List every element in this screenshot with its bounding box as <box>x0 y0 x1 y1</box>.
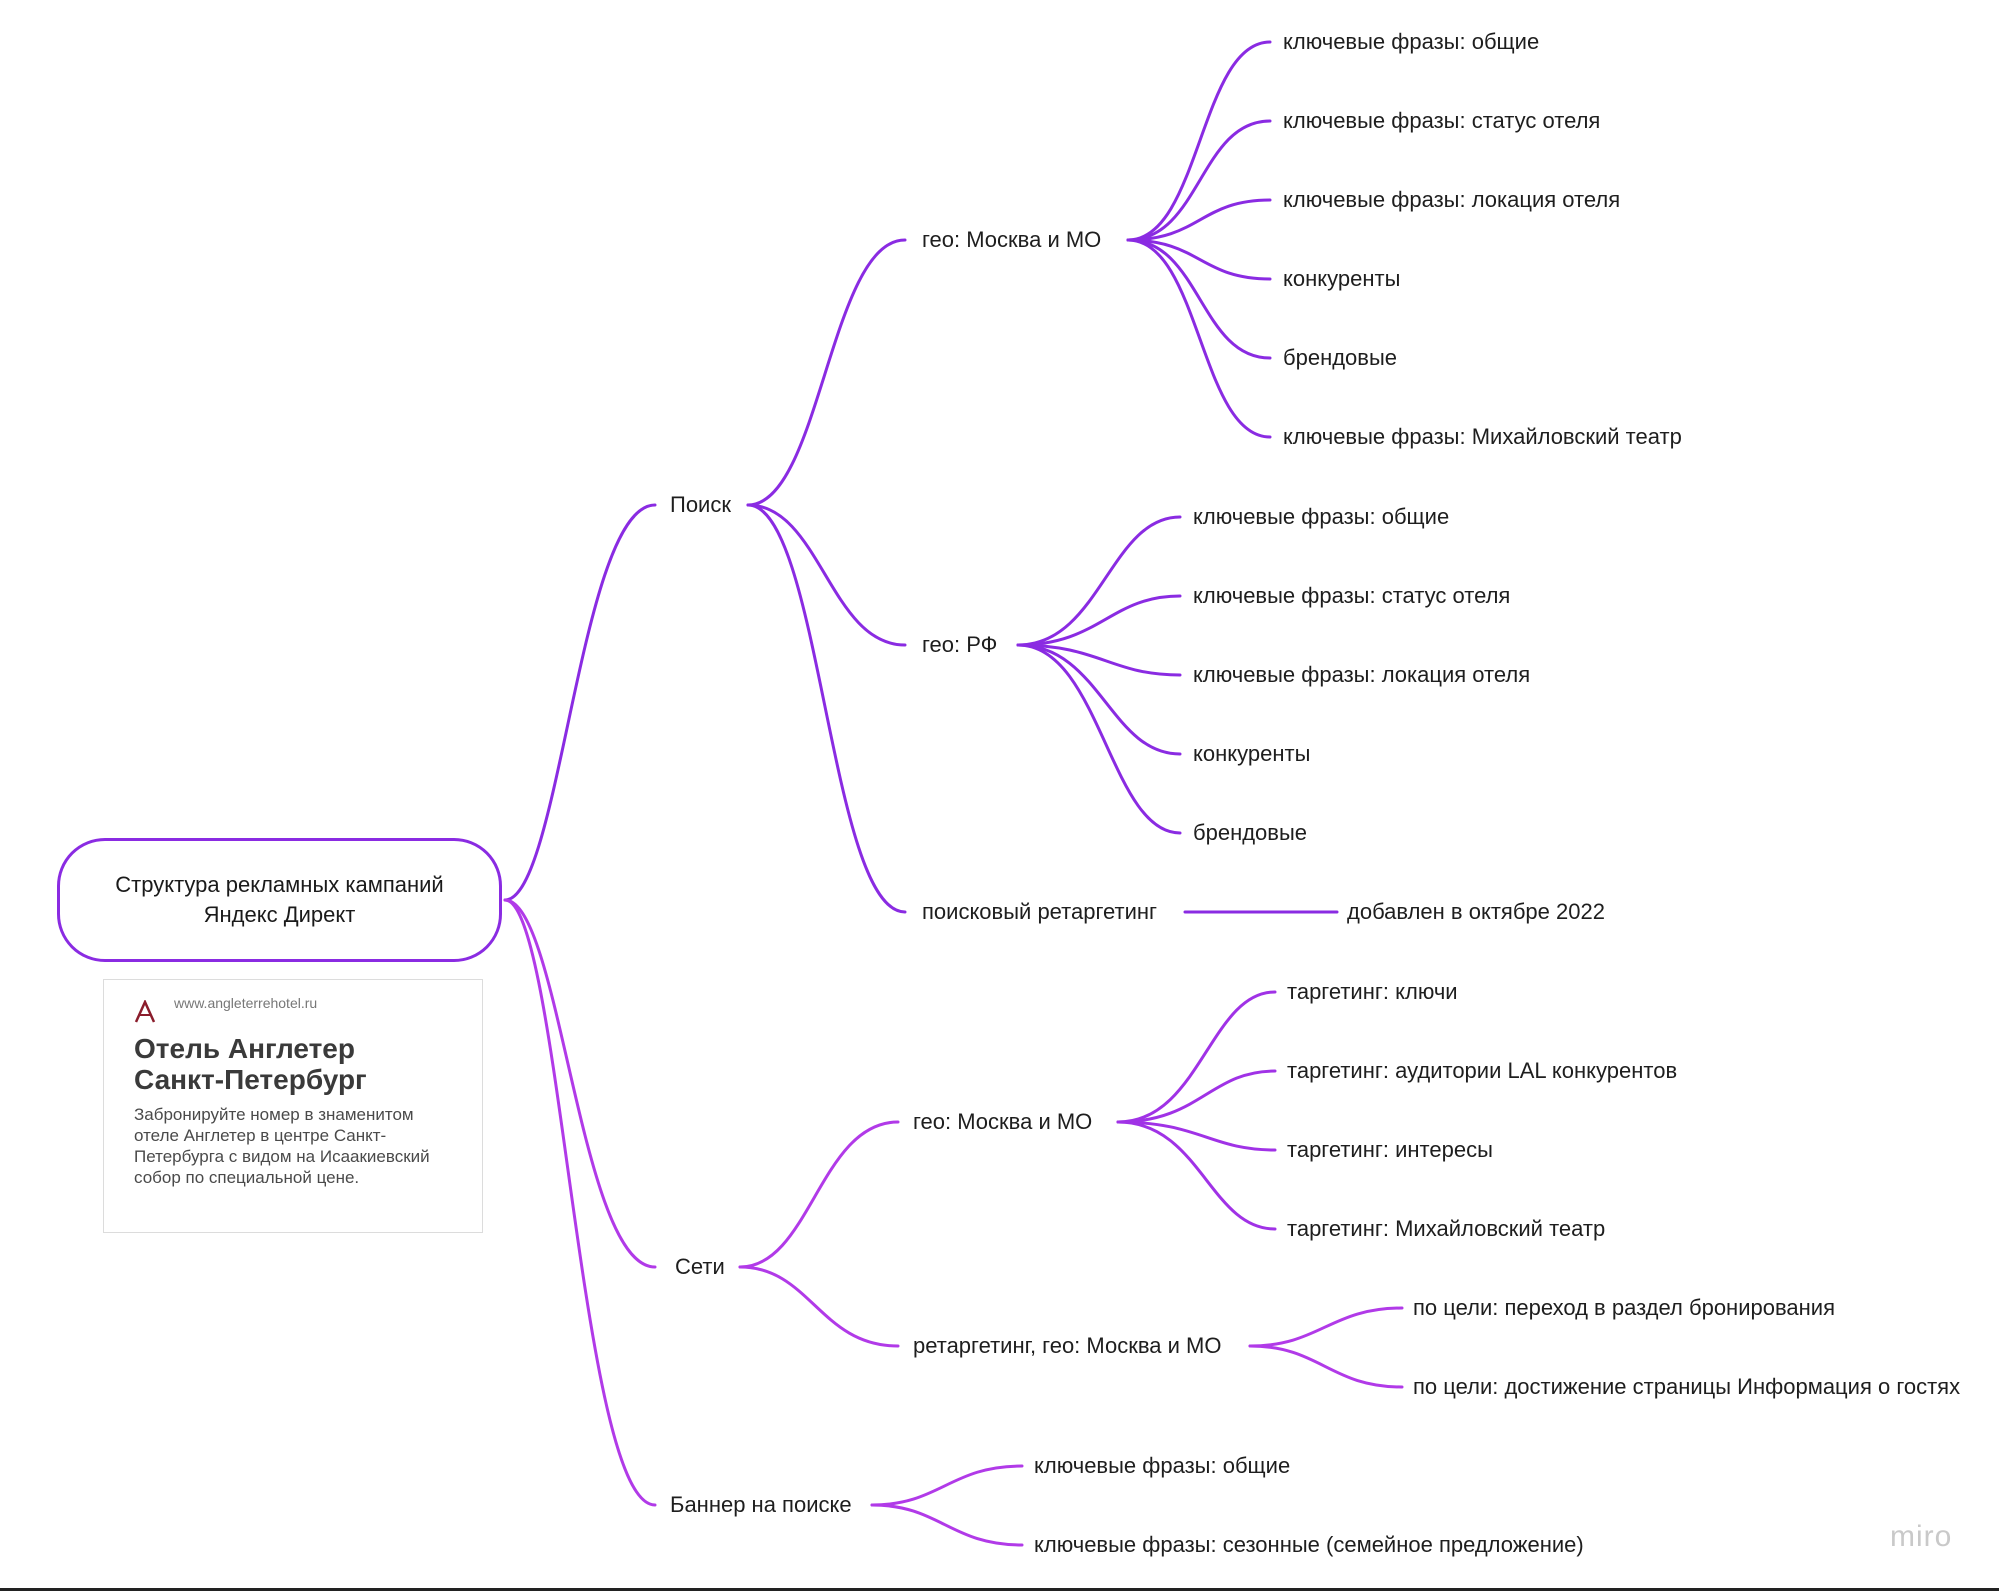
node-search-rf-item[interactable]: конкуренты <box>1193 741 1311 766</box>
node-search-retargeting-note[interactable]: добавлен в октябре 2022 <box>1347 899 1605 924</box>
bottom-border <box>0 1588 1999 1591</box>
node-search-geo-msk[interactable]: гео: Москва и МО <box>922 227 1102 252</box>
node-search-msk-item[interactable]: брендовые <box>1283 345 1398 370</box>
node-networks-msk-item[interactable]: таргетинг: интересы <box>1287 1137 1493 1162</box>
ad-title-line2: Санкт-Петербург <box>134 1064 367 1095</box>
node-search-rf-item[interactable]: ключевые фразы: статус отеля <box>1193 583 1511 608</box>
node-search-rf-item[interactable]: ключевые фразы: локация отеля <box>1193 662 1531 687</box>
ad-url: www.angleterrehotel.ru <box>174 995 318 1011</box>
node-search-msk-item[interactable]: ключевые фразы: Михайловский театр <box>1283 424 1682 449</box>
miro-watermark: miro <box>1890 1520 1953 1553</box>
node-search-msk-item[interactable]: ключевые фразы: статус отеля <box>1283 108 1601 133</box>
node-search-msk-item[interactable]: ключевые фразы: локация отеля <box>1283 187 1621 212</box>
node-banner-item[interactable]: ключевые фразы: сезонные (семейное предл… <box>1034 1532 1584 1557</box>
node-networks-retargeting-item[interactable]: по цели: переход в раздел бронирования <box>1413 1295 1835 1320</box>
node-search-rf-item[interactable]: брендовые <box>1193 820 1308 845</box>
node-networks-msk-item[interactable]: таргетинг: Михайловский театр <box>1287 1216 1606 1241</box>
node-search-retargeting[interactable]: поисковый ретаргетинг <box>922 899 1158 924</box>
node-search-msk-item[interactable]: конкуренты <box>1283 266 1401 291</box>
node-networks-msk-item[interactable]: таргетинг: ключи <box>1287 979 1458 1004</box>
node-search-rf-item[interactable]: ключевые фразы: общие <box>1193 504 1450 529</box>
node-banner[interactable]: Баннер на поиске <box>670 1492 852 1517</box>
node-search[interactable]: Поиск <box>670 492 731 517</box>
root-node[interactable]: Структура рекламных кампаний Яндекс Дире… <box>57 838 502 962</box>
node-networks-retargeting-item[interactable]: по цели: достижение страницы Информация … <box>1413 1374 1961 1399</box>
node-banner-item[interactable]: ключевые фразы: общие <box>1034 1453 1291 1478</box>
node-networks-retargeting[interactable]: ретаргетинг, гео: Москва и МО <box>913 1333 1222 1358</box>
angleterre-logo-icon <box>134 1000 156 1023</box>
node-search-geo-rf[interactable]: гео: РФ <box>922 632 998 657</box>
root-title-line1: Структура рекламных кампаний <box>115 872 444 897</box>
ad-title-line1: Отель Англетер <box>134 1033 355 1064</box>
ad-description: Забронируйте номер в знаменитом отеле Ан… <box>134 1105 430 1187</box>
node-search-msk-item[interactable]: ключевые фразы: общие <box>1283 29 1540 54</box>
ad-preview-card: www.angleterrehotel.ru Отель Англетер Са… <box>103 979 483 1233</box>
node-networks[interactable]: Сети <box>675 1254 725 1279</box>
ad-title: Отель Англетер Санкт-Петербург <box>134 1033 464 1095</box>
root-title-line2: Яндекс Директ <box>203 902 356 927</box>
node-networks-geo-msk[interactable]: гео: Москва и МО <box>913 1109 1093 1134</box>
node-networks-msk-item[interactable]: таргетинг: аудитории LAL конкурентов <box>1287 1058 1678 1083</box>
